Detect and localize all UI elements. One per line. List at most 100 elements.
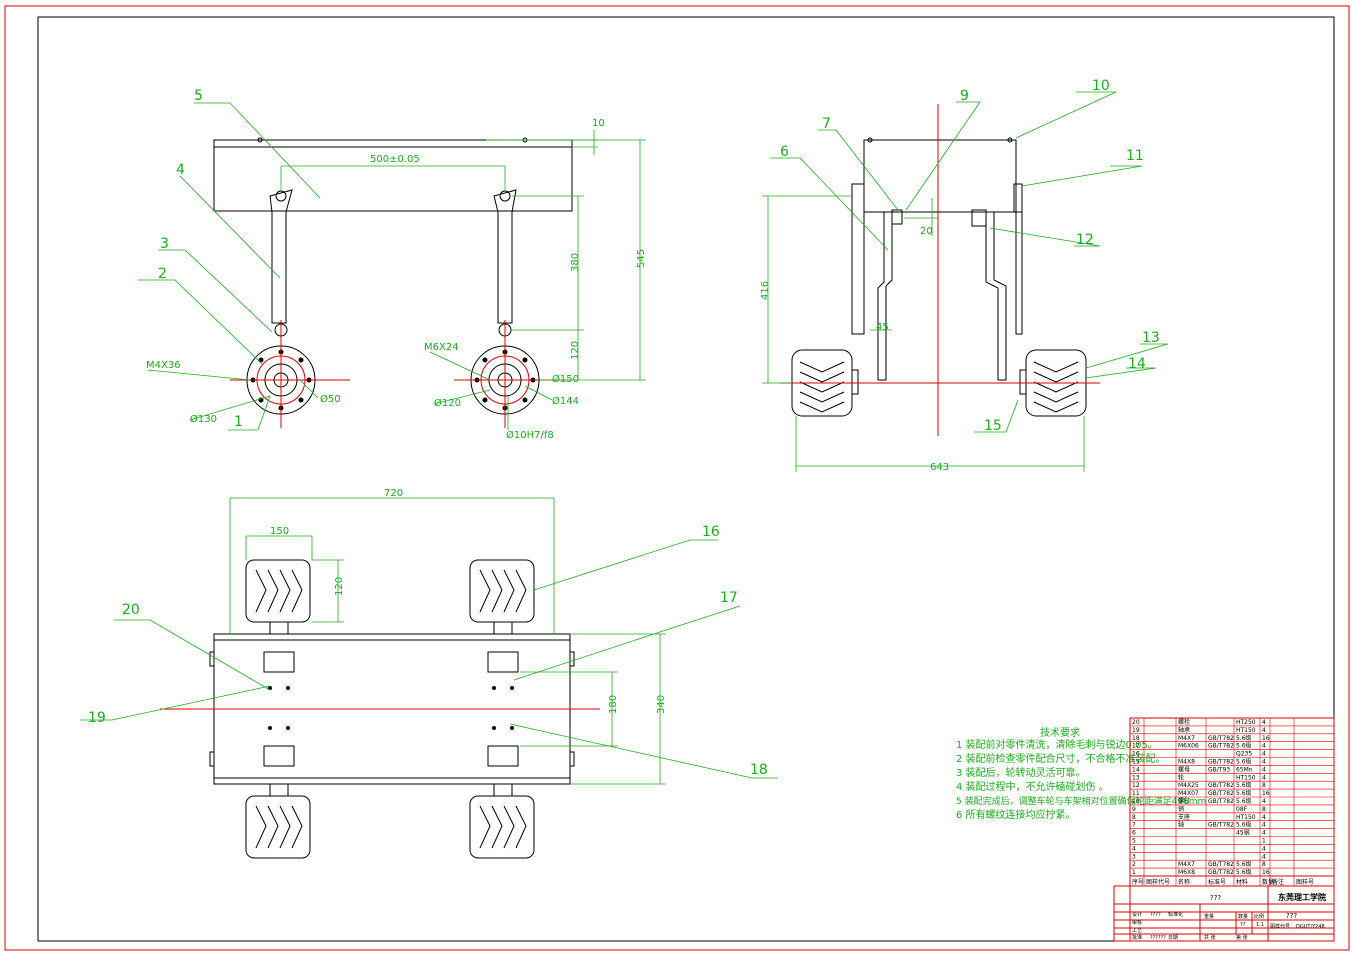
chassis-side [863,139,1017,213]
bom-cell: 4 [1262,830,1266,837]
dia-150: Ø150 [552,373,579,385]
bom-cell: 4 [1262,774,1266,781]
balloon-10: 10 [1092,78,1110,94]
bom-cell: 8 [1262,782,1266,789]
school-name: 东莞理工学院 [1278,892,1326,902]
weight-label: 重量 [1204,913,1214,920]
bom-cell: 4 [1262,766,1266,773]
bom-cell: 4 [1262,759,1266,766]
tech-item-2: 2 装配前检查零件配合尺寸，不合格不准装配。 [956,752,1166,765]
bom-cell: 6 [1132,830,1136,837]
bom-cell: 17 [1132,743,1140,750]
dia-50: Ø50 [320,393,341,405]
bom-cell: GB/T782 [1208,743,1234,750]
bom-header-cell: 名称 [1178,878,1190,886]
designer: ???? [1150,912,1161,918]
bom-cell: 5.6级 [1236,821,1252,829]
bom-cell: 4 [1132,845,1136,852]
balloon-3: 3 [160,236,169,252]
dim-top-gap: 10 [592,118,605,129]
bom-cell: 销 [1178,805,1184,813]
bom-cell: HT250 [1236,719,1256,726]
bom-cell: GB/T782 [1208,790,1234,797]
tech-title: 技术要求 [1040,726,1080,739]
bom-cell: 5.6级 [1236,781,1252,789]
balloon-16: 16 [702,524,720,540]
dim-340: 340 [656,695,667,714]
balloon-19: 19 [88,710,106,726]
bom-cell: 45钢 [1236,829,1250,837]
label-process: 工艺 [1132,928,1142,934]
balloon-15: 15 [984,418,1002,434]
bom-cell: 轮 [1178,773,1184,781]
dim-120: 120 [570,341,581,360]
bom-cell: M6X06 [1178,743,1199,750]
dim-45: 45 [876,322,889,333]
sheet: ?? [1240,922,1246,928]
dim-180: 180 [608,695,619,714]
balloon-14: 14 [1128,356,1146,372]
dim-545: 545 [636,249,647,268]
title-unknown: ??? [1210,894,1221,902]
front-view-dims [138,102,646,431]
front-view [213,137,573,415]
dim-150: 150 [270,526,289,537]
balloon-20: 20 [122,602,140,618]
bom-cell: 轴承 [1178,726,1190,734]
bom-cell: GB/T782 [1208,822,1234,829]
bom-cell: 螺栓 [1178,718,1190,726]
bom-cell: 4 [1262,845,1266,852]
date-val: ?????? [1150,935,1166,941]
outer-border [4,5,1350,951]
bom-cell: 4 [1262,719,1266,726]
top-view-dims [80,497,778,785]
bom-cell: 14 [1132,766,1140,773]
balloon-12: 12 [1076,232,1094,248]
thread-left: M4X36 [146,360,181,371]
balloon-7: 7 [822,116,831,132]
chassis-beam [213,139,573,212]
bom-cell: 4 [1262,814,1266,821]
bom-cell: 1 [1262,838,1266,845]
label-std: 标准化 [1168,911,1183,918]
balloon-6: 6 [780,144,789,160]
bom-cell: M4X7 [1178,735,1195,742]
bom-cell: 4 [1262,751,1266,758]
bom-cell: 5.6级 [1236,734,1252,742]
bom-cell: M4X7 [1178,861,1195,868]
balloon-1: 1 [234,414,243,430]
bom-cell: 13 [1132,774,1140,781]
drawing-no-label: 图样代号 [1270,923,1290,930]
bom-cell: M4X07 [1178,790,1199,797]
tech-item-6: 6 所有螺纹连接均应拧紧。 [956,808,1076,821]
side-view [791,137,1087,417]
bom-cell: HT150 [1236,774,1256,781]
bom-cell: HT150 [1236,727,1256,734]
dim-380: 380 [570,253,581,272]
bom-cell: 8 [1132,814,1136,821]
qty-label: 数量 [1238,913,1248,920]
bom-cell: 5 [1132,838,1136,845]
label-date: 日期 [1168,935,1178,941]
balloon-11: 11 [1126,148,1144,164]
balloon-13: 13 [1142,330,1160,346]
bom-cell: 19 [1132,727,1140,734]
bom-cell: 4 [1262,822,1266,829]
balloon-5: 5 [194,88,203,104]
bom-cell: HT150 [1236,814,1256,821]
label-approve: 批准 [1132,934,1142,941]
bom-cell: 16 [1132,751,1140,758]
bom-header-cell: 图样号 [1296,878,1314,886]
dia-144: Ø144 [552,395,579,407]
sheet-of: 第 张 [1236,934,1248,941]
bom-header-cell: 序号 [1132,878,1144,886]
bom-cell: 4 [1262,743,1266,750]
front-view-centerlines [230,320,570,428]
bom-cell: 4 [1262,853,1266,860]
bom-cell: GB/T782 [1208,735,1234,742]
bom-cell: 12 [1132,782,1140,789]
balloon-2: 2 [158,266,167,282]
bom-cell: 7 [1132,822,1136,829]
